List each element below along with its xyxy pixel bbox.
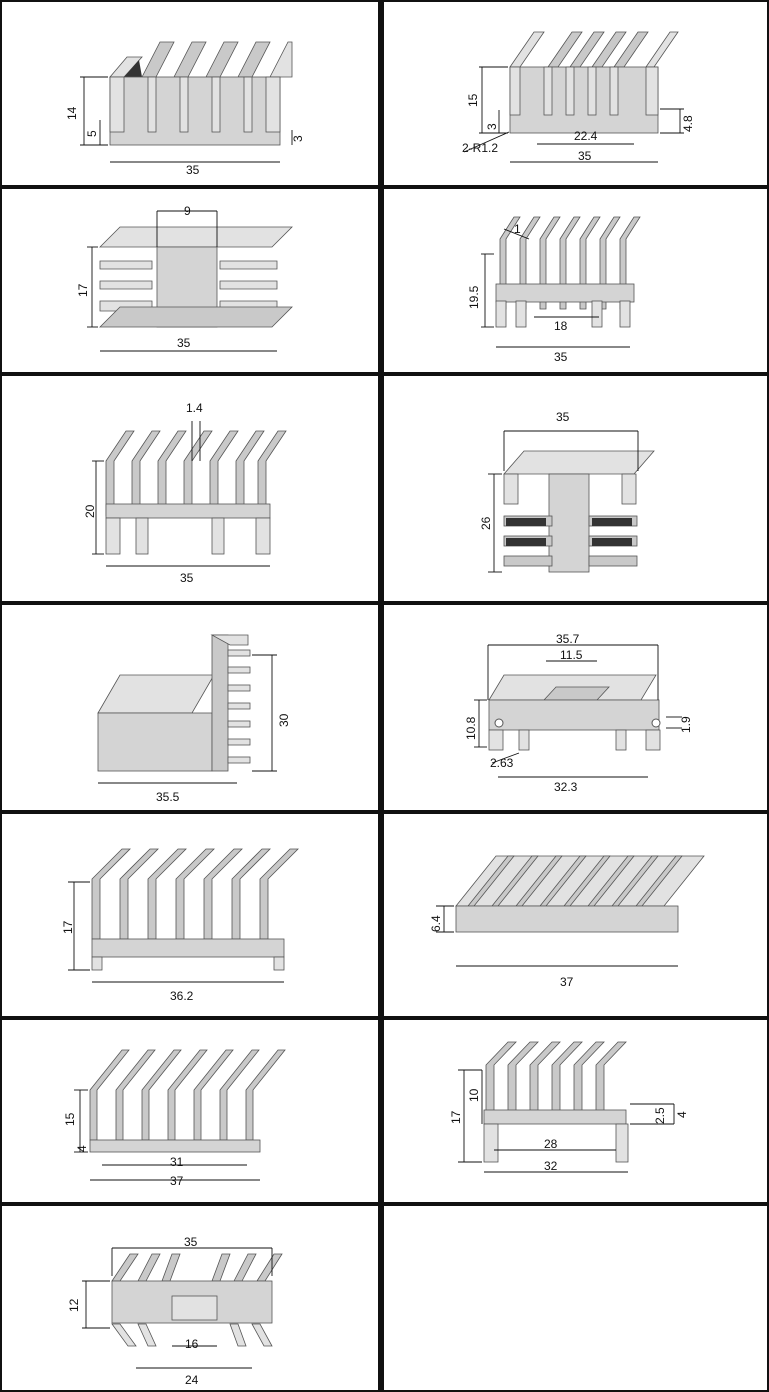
profile-cell-12: 10 17 2.5 4 28 32: [384, 1020, 767, 1202]
dim-label-8-2: 11.5: [560, 648, 583, 662]
dim-label-11-2: 4: [75, 1145, 89, 1152]
dim-label-3-1: 9: [184, 204, 191, 218]
dim-label-8-5: 2.63: [490, 756, 514, 770]
dim-label-12-4: 4: [675, 1111, 689, 1118]
dim-label-4-1: 1: [514, 222, 521, 236]
heatsink-drawing-2: 15 3 2-R1.2 22.4 4.8 35: [462, 31, 695, 163]
profile-cell-3: 9 17 35: [2, 189, 378, 372]
dim-label-6-2: 26: [479, 516, 493, 530]
profile-cell-9: 17 36.2: [2, 814, 378, 1016]
dim-label-2-4: 22.4: [574, 129, 598, 143]
profile-cell-1: 14 5 3 35: [2, 2, 378, 185]
profile-cell-6: 35 26: [384, 376, 767, 601]
dim-label-12-1: 10: [467, 1088, 481, 1102]
dim-label-10-1: 6.4: [429, 915, 443, 932]
dim-label-12-6: 32: [544, 1159, 558, 1173]
dim-label-3-3: 35: [177, 336, 191, 350]
dim-label-4-3: 18: [554, 319, 568, 333]
dim-label-8-1: 35.7: [556, 632, 580, 646]
dim-label-11-1: 15: [63, 1112, 77, 1126]
dim-label-9-2: 36.2: [170, 989, 194, 1003]
profile-cell-13: 35 12 16 24: [2, 1206, 378, 1390]
dim-label-13-1: 35: [184, 1235, 198, 1249]
dim-label-1-3: 3: [291, 135, 305, 142]
heatsink-drawing-4: 1 19.5 18 35: [467, 216, 641, 364]
dim-label-5-1: 1.4: [186, 401, 203, 415]
dim-label-13-4: 24: [185, 1373, 199, 1387]
dim-label-2-3: 2-R1.2: [462, 141, 498, 155]
heatsink-drawing-12: 10 17 2.5 4 28 32: [449, 1041, 689, 1173]
dim-label-8-6: 32.3: [554, 780, 578, 794]
dim-label-4-4: 35: [554, 350, 568, 364]
dim-label-1-1: 14: [65, 106, 79, 120]
profile-cell-8: 35.7 11.5 10.8 1.9 2.63 32.3: [384, 605, 767, 810]
heatsink-drawing-3: 9 17 35: [76, 204, 293, 352]
dim-label-2-5: 4.8: [681, 115, 695, 132]
profile-cell-11: 15 4 31 37: [2, 1020, 378, 1202]
dim-label-8-4: 1.9: [679, 716, 693, 733]
heatsink-drawing-6: 35 26: [479, 410, 655, 573]
dim-label-10-2: 37: [560, 975, 574, 989]
heatsink-drawing-9: 17 36.2: [61, 848, 299, 1003]
heatsink-drawing-8: 35.7 11.5 10.8 1.9 2.63 32.3: [464, 632, 693, 794]
heatsink-drawing-1: 14 5 3 35: [65, 41, 305, 177]
profile-cell-4: 1 19.5 18 35: [384, 189, 767, 372]
dim-label-8-3: 10.8: [464, 716, 478, 740]
heatsink-drawing-13: 35 12 16 24: [67, 1235, 283, 1387]
profile-cell-10: 6.4 37: [384, 814, 767, 1016]
profile-cell-7: 30 35.5: [2, 605, 378, 810]
dim-label-5-2: 20: [83, 504, 97, 518]
dim-label-2-6: 35: [578, 149, 592, 163]
dim-label-12-2: 17: [449, 1110, 463, 1124]
heatsink-drawing-10: 6.4 37: [429, 855, 705, 989]
heatsink-drawing-11: 15 4 31 37: [63, 1049, 286, 1188]
heatsink-drawing-5: 1.4 20 35: [83, 401, 287, 585]
dim-label-13-2: 12: [67, 1298, 81, 1312]
profile-cell-5: 1.4 20 35: [2, 376, 378, 601]
dim-label-12-3: 2.5: [653, 1107, 667, 1124]
dim-label-6-1: 35: [556, 410, 570, 424]
dim-label-12-5: 28: [544, 1137, 558, 1151]
dim-label-1-2: 5: [85, 130, 99, 137]
dim-label-11-4: 37: [170, 1174, 184, 1188]
dim-label-1-4: 35: [186, 163, 200, 177]
profile-cell-2: 15 3 2-R1.2 22.4 4.8 35: [384, 2, 767, 185]
dim-label-13-3: 16: [185, 1337, 199, 1351]
dim-label-9-1: 17: [61, 920, 75, 934]
profile-cell-empty: [384, 1206, 767, 1390]
dim-label-11-3: 31: [170, 1155, 184, 1169]
dim-label-7-1: 30: [277, 713, 291, 727]
dim-label-3-2: 17: [76, 283, 90, 297]
dim-label-5-3: 35: [180, 571, 194, 585]
dim-label-4-2: 19.5: [467, 285, 481, 309]
dim-label-2-1: 15: [466, 93, 480, 107]
heatsink-drawing-7: 30 35.5: [97, 634, 291, 804]
dim-label-2-2: 3: [485, 123, 499, 130]
dim-label-7-2: 35.5: [156, 790, 180, 804]
